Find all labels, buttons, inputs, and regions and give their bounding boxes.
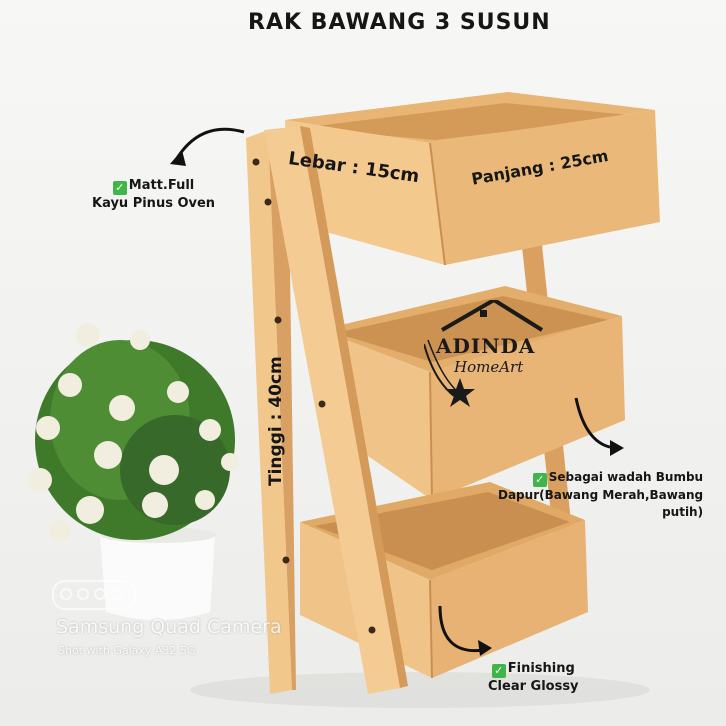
check-icon: ✓ [532,473,547,487]
brand-name: ADINDA [436,334,536,358]
material-note: ✓Matt.Full Kayu Pinus Oven [92,177,215,212]
watermark-main: Samsung Quad Camera [56,616,282,638]
potted-plant [28,323,239,620]
middle-tray [320,286,625,501]
finish-line2: Clear Glossy [488,679,579,694]
quad-camera-icon [52,580,136,610]
material-line2: Kayu Pinus Oven [92,196,216,211]
front-frame [246,126,408,694]
height-label: Tinggi : 40cm [266,356,286,486]
material-line1: Matt.Full [128,178,195,193]
check-icon: ✓ [112,181,127,195]
usage-line2: Dapur(Bawang Merah,Bawang [498,488,704,502]
usage-note: ✓Sebagai wadah Bumbu Dapur(Bawang Merah,… [498,469,703,521]
page-title: RAK BAWANG 3 SUSUN [248,10,551,35]
finishing-note: ✓Finishing Clear Glossy [488,660,579,695]
check-icon: ✓ [491,664,506,678]
brand-logo: ADINDA HomeArt [424,300,564,410]
house-star-icon [424,300,544,407]
usage-line1: Sebagai wadah Bumbu [548,470,704,484]
brand-subtitle: HomeArt [454,358,524,376]
usage-line3: putih) [662,505,704,519]
arrow-finish [438,605,485,653]
watermark-sub: Shot with Galaxy A32 5G [58,644,196,657]
finish-line1: Finishing [507,661,575,676]
